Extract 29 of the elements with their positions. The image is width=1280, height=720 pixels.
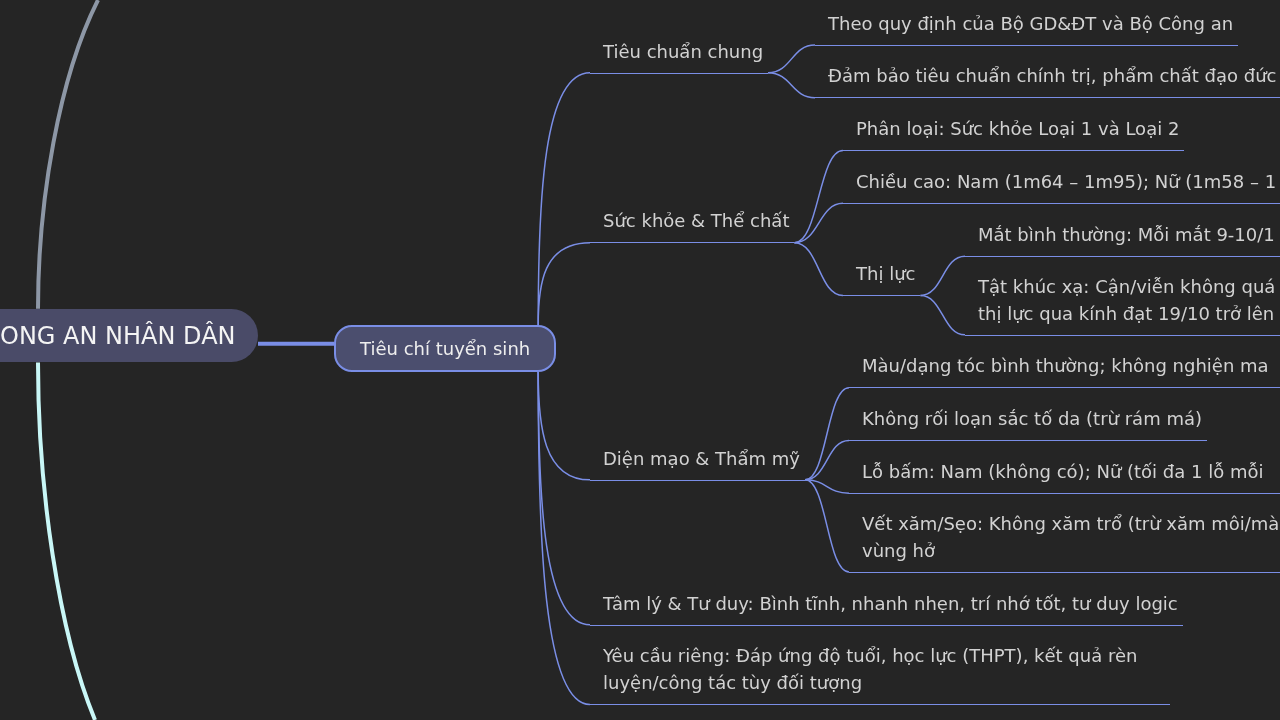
subtopic: Theo quy định của Bộ GD&ĐT và Bộ Công an <box>815 9 1239 46</box>
branch-topic: Diện mạo & Thẩm mỹ <box>590 444 805 481</box>
subtopic: Không rối loạn sắc tố da (trừ rám má) <box>849 405 1207 442</box>
subtopic: Phân loại: Sức khỏe Loại 1 và Loại 2 <box>843 115 1185 152</box>
main-topic: Tiêu chí tuyển sinh <box>334 325 557 373</box>
subtopic: Chiều cao: Nam (1m64 – 1m95); Nữ (1m58 – 1 <box>843 168 1280 205</box>
branch-topic: Sức khỏe & Thể chất <box>590 207 795 244</box>
branch-connector <box>537 371 591 706</box>
subtopic: Mắt bình thường: Mỗi mắt 9-10/1 <box>965 220 1280 257</box>
branch-connector <box>919 294 966 336</box>
branch-topic: Tâm lý & Tư duy: Bình tĩnh, nhanh nhẹn, trí nhớ tốt, tư duy logic <box>590 589 1183 626</box>
branch-topic: Tiêu chuẩn chung <box>590 37 769 74</box>
branch-connector <box>804 386 850 481</box>
branch-connector <box>537 241 591 326</box>
branch-connector <box>36 0 100 309</box>
branch-connector <box>36 362 97 720</box>
branch-topic: Yêu cầu riêng: Đáp ứng độ tuổi, học lực (THPT), kết quả rèn luyện/công tác tùy đối tượng <box>590 642 1170 706</box>
subtopic: Vết xăm/Sẹo: Không xăm trổ (trừ xăm môi/mà vùng hở <box>849 509 1280 573</box>
subtopic: Lỗ bấm: Nam (không có); Nữ (tối đa 1 lỗ mỗi <box>849 458 1280 494</box>
branch-connector <box>767 72 816 99</box>
subtopic: Đảm bảo tiêu chuẩn chính trị, phẩm chất đạo đức <box>815 62 1280 99</box>
branch-connector <box>793 241 844 297</box>
branch-connector <box>793 149 844 244</box>
branch-connector <box>804 479 850 573</box>
subtopic: Thị lực <box>843 260 921 297</box>
subtopic: Màu/dạng tóc bình thường; không nghiện ma <box>849 352 1280 389</box>
root-topic: ONG AN NHÂN DÂN <box>0 308 258 363</box>
subtopic: Tật khúc xạ: Cận/viễn không quá thị lực qua kính đạt 19/10 trở lên <box>965 272 1280 336</box>
branch-connector <box>258 341 334 346</box>
